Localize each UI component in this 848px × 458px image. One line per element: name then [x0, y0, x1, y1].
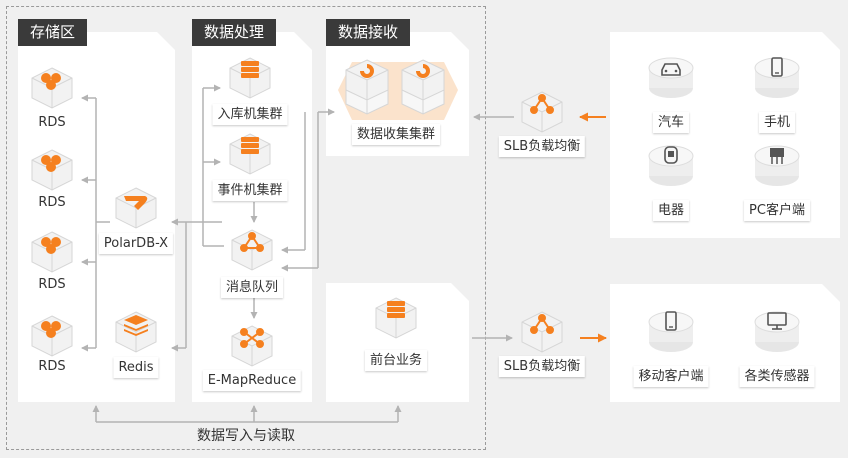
- rds-label-3: RDS: [38, 277, 66, 292]
- slb-top-label: SLB负载均衡: [498, 136, 586, 157]
- redis-label: Redis: [113, 357, 159, 378]
- data-zone-boundary: [6, 6, 486, 450]
- collect-node-4: [401, 89, 445, 115]
- mobile-icon: [665, 311, 677, 331]
- frontend-business-label: 前台业务: [364, 350, 428, 371]
- read-write-label: 数据写入与读取: [197, 428, 295, 444]
- redis-icon: [124, 315, 148, 325]
- car-device: [648, 57, 694, 98]
- receiving-section-tab: 数据接收: [326, 19, 411, 46]
- pc-client-label: PC客户端: [744, 200, 810, 221]
- rds-node-1: [31, 67, 73, 109]
- car-label: 汽车: [652, 112, 690, 133]
- polardb-icon: [124, 196, 148, 210]
- appliance-icon: [664, 146, 678, 164]
- mobile-client-device: [648, 311, 694, 352]
- server-icon: [241, 61, 259, 78]
- emapreduce-node: [231, 325, 273, 367]
- processing-section-tab: 数据处理: [192, 19, 277, 46]
- rds-label-4: RDS: [38, 359, 66, 374]
- sensors-label: 各类传感器: [739, 366, 815, 387]
- storage-section-tab: 存储区: [18, 19, 88, 46]
- message-queue-label: 消息队列: [220, 277, 284, 298]
- frontend-business-node: [375, 297, 417, 339]
- rds-node-4: [31, 315, 73, 357]
- appliance-label: 电器: [652, 200, 690, 221]
- network-icon: [240, 232, 264, 252]
- ingest-cluster-node: [229, 57, 271, 99]
- mobile-client-label: 移动客户端: [633, 366, 709, 387]
- load-balancer-icon: [530, 94, 554, 114]
- event-cluster-label: 事件机集群: [212, 180, 288, 201]
- chip-icon: [770, 148, 784, 157]
- polardb-node: [115, 187, 157, 229]
- emr-icon: [240, 328, 264, 348]
- collect-cluster-label: 数据收集集群: [351, 124, 441, 145]
- slb-bottom-label: SLB负载均衡: [498, 356, 586, 377]
- emapreduce-label: E-MapReduce: [202, 370, 302, 391]
- rds-node-2: [31, 149, 73, 191]
- event-cluster-node: [229, 133, 271, 175]
- slb-bottom-node: [521, 311, 563, 353]
- slb-top-node: [521, 91, 563, 133]
- sensors-device: [754, 311, 800, 352]
- phone-label: 手机: [758, 112, 796, 133]
- pc-client-device: [754, 145, 800, 186]
- message-queue-node: [231, 229, 273, 271]
- rds-icon: [41, 73, 51, 83]
- redis-node: [115, 311, 157, 353]
- polardb-label: PolarDB-X: [98, 233, 174, 254]
- rds-label-2: RDS: [38, 195, 66, 210]
- ingest-cluster-label: 入库机集群: [212, 104, 288, 125]
- appliance-device: [648, 145, 694, 186]
- rds-node-3: [31, 231, 73, 273]
- rds-label-1: RDS: [38, 115, 66, 130]
- server-icon: [387, 301, 405, 318]
- collect-icon: [360, 64, 374, 78]
- phone-icon: [771, 57, 783, 77]
- car-icon: [661, 63, 681, 76]
- collect-node-3: [345, 89, 389, 115]
- phone-device: [754, 57, 800, 98]
